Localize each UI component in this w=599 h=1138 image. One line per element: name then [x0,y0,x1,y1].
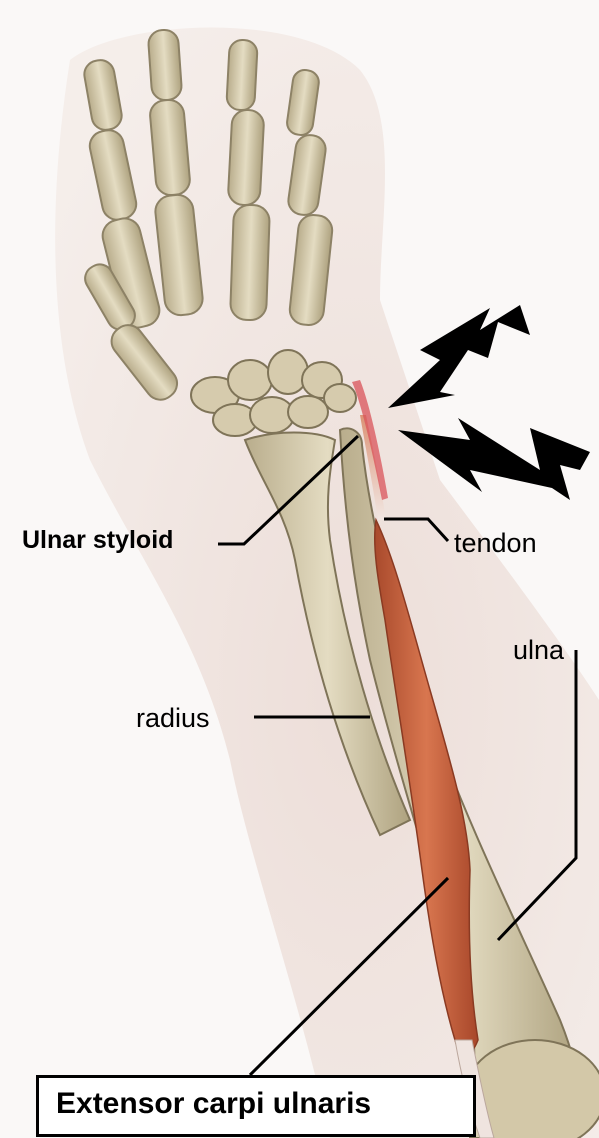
label-ulnar-styloid: Ulnar styloid [22,528,173,553]
label-radius: radius [136,705,210,732]
label-tendon: tendon [454,530,537,557]
label-extensor-carpi-ulnaris: Extensor carpi ulnaris [56,1089,371,1119]
label-ulna: ulna [513,637,564,664]
